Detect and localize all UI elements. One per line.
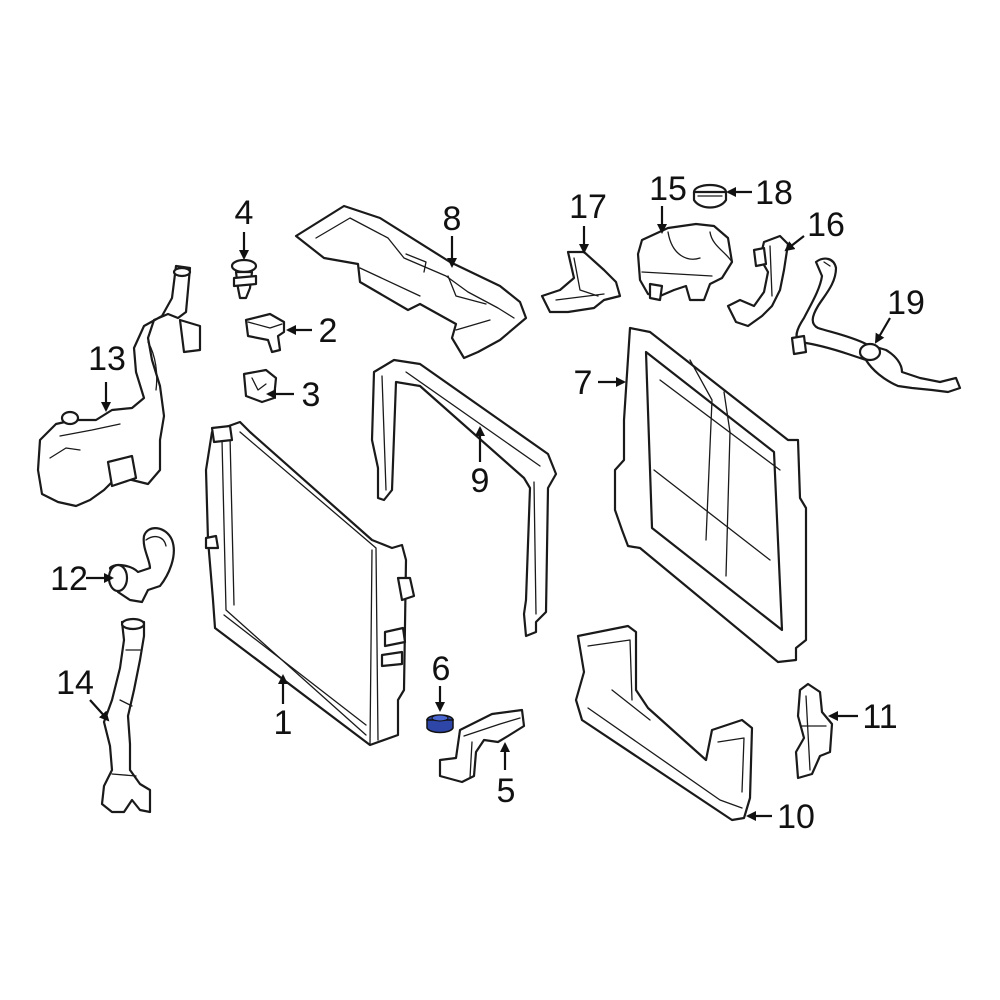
part-9-air-guide[interactable] [370, 358, 558, 638]
callout-15: 15 [649, 170, 687, 208]
part-19-sensor-hose[interactable] [790, 257, 962, 394]
part-15-expansion-tank[interactable] [636, 222, 734, 302]
callout-3: 3 [302, 376, 321, 414]
part-16-bracket[interactable] [726, 234, 790, 328]
callout-8: 8 [443, 200, 462, 238]
callout-18: 18 [755, 174, 793, 212]
part-8-upper-cover[interactable] [294, 204, 528, 360]
callout-9: 9 [471, 462, 490, 500]
callout-6: 6 [432, 650, 451, 688]
part-14-hose[interactable] [100, 617, 152, 814]
part-18-cap[interactable] [692, 183, 728, 209]
part-6-mount-highlighted[interactable] [426, 714, 454, 734]
part-12-hose[interactable] [107, 527, 175, 604]
callout-10: 10 [777, 798, 815, 836]
callout-arrows [86, 187, 891, 821]
part-7-support-frame[interactable] [613, 326, 808, 664]
callout-13: 13 [88, 340, 126, 378]
part-17-bracket[interactable] [540, 250, 622, 314]
callout-5: 5 [497, 772, 516, 810]
part-2-bracket[interactable] [244, 312, 286, 354]
callout-17: 17 [569, 188, 607, 226]
part-11-side-bracket[interactable] [794, 682, 834, 780]
callout-11: 11 [862, 698, 897, 736]
part-radiator[interactable] [204, 420, 416, 747]
callout-2: 2 [319, 312, 338, 350]
callout-labels: 1 2 3 4 5 6 7 8 9 10 11 12 13 14 15 16 1… [50, 170, 925, 836]
callout-16: 16 [807, 206, 845, 244]
callout-19: 19 [887, 284, 925, 322]
part-4-clip[interactable] [230, 258, 258, 300]
callout-1: 1 [274, 704, 293, 742]
part-10-lower-guide[interactable] [574, 624, 754, 822]
part-5-bracket[interactable] [438, 708, 526, 784]
part-13-hose-assembly[interactable] [36, 264, 202, 508]
callout-4: 4 [235, 194, 254, 232]
callout-7: 7 [574, 364, 593, 402]
callout-12: 12 [50, 560, 88, 598]
callout-14: 14 [56, 664, 94, 702]
part-3-grommet[interactable] [242, 368, 278, 404]
